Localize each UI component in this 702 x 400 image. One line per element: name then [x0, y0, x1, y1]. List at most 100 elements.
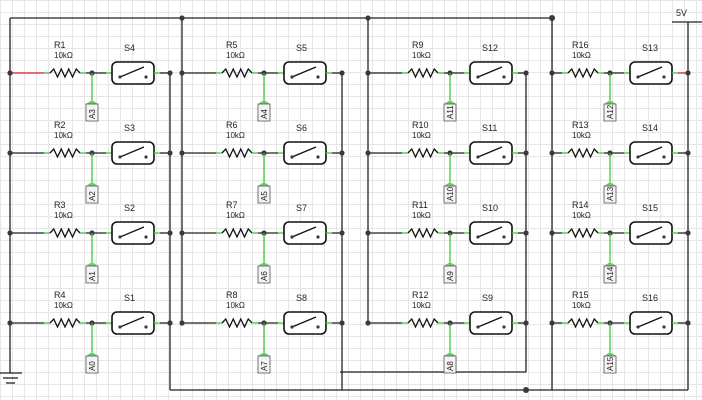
resistor-symbol [567, 227, 599, 239]
junction-dot [339, 150, 345, 156]
switch-symbol [469, 221, 513, 245]
resistor-label: R14 [572, 200, 589, 210]
junction-dot [7, 70, 13, 76]
resistor-label: R15 [572, 290, 589, 300]
analog-pin-tag: A10 [443, 182, 457, 204]
analog-pin-label: A11 [446, 105, 455, 119]
tag-arrow [258, 182, 270, 186]
junction-dot [685, 70, 691, 76]
switch-symbol [111, 141, 155, 165]
junction-dot [365, 70, 371, 76]
switch-contact [636, 235, 640, 239]
analog-pin-tag: A15 [603, 352, 617, 374]
switch-label: S7 [296, 203, 307, 213]
tag-arrow [86, 100, 98, 104]
switch-lever [637, 316, 663, 328]
junction-dot [685, 320, 691, 326]
analog-pin-tag: A0 [85, 352, 99, 374]
schematic-components: A3R110kΩS4A2R210kΩS3A1R310kΩS2A0R410kΩS1… [7, 15, 691, 390]
switch-contact [290, 75, 294, 79]
tag-arrow [444, 182, 456, 186]
junction-dot [339, 70, 345, 76]
resistor-symbol [49, 227, 81, 239]
tag-box [257, 185, 271, 204]
switch-contact [316, 75, 320, 79]
switch-lever [637, 66, 663, 78]
power-label: 5V [676, 8, 687, 18]
analog-pin-tag: A5 [257, 182, 271, 204]
resistor-symbol [567, 67, 599, 79]
switch-contact [118, 235, 122, 239]
junction-dot [179, 230, 185, 236]
bus-junction-dot [549, 15, 555, 21]
analog-pin-label: A12 [606, 104, 615, 119]
resistor-value: 10kΩ [412, 51, 431, 60]
analog-pin-label: A15 [606, 356, 615, 371]
analog-pin-tag: A4 [257, 100, 271, 122]
analog-pin-label: A5 [260, 191, 269, 201]
resistor-value: 10kΩ [226, 131, 245, 140]
bus-junction-dot [179, 15, 185, 21]
junction-dot [167, 230, 173, 236]
junction-dot [365, 150, 371, 156]
analog-pin-tag: A13 [603, 182, 617, 204]
resistor-symbol [407, 67, 439, 79]
resistor-label: R7 [226, 200, 238, 210]
resistor-symbol [221, 147, 253, 159]
resistor-symbol [407, 227, 439, 239]
switch-label: S8 [296, 293, 307, 303]
resistor-value: 10kΩ [226, 301, 245, 310]
switch-symbol [283, 311, 327, 335]
junction-dot [179, 70, 185, 76]
tag-box [257, 103, 271, 122]
resistor-symbol [49, 67, 81, 79]
analog-pin-label: A4 [260, 109, 269, 119]
analog-pin-tag: A12 [603, 100, 617, 122]
switch-label: S3 [124, 123, 135, 133]
switch-symbol [283, 61, 327, 85]
switch-contact [636, 325, 640, 329]
resistor-value: 10kΩ [226, 211, 245, 220]
tag-box [85, 355, 99, 374]
resistor-label: R2 [54, 120, 66, 130]
junction-dot [523, 230, 529, 236]
junction-dot [7, 150, 13, 156]
junction-dot [685, 230, 691, 236]
switch-symbol [111, 311, 155, 335]
switch-symbol [629, 141, 673, 165]
switch-contact [476, 155, 480, 159]
switch-label: S10 [482, 203, 498, 213]
resistor-value: 10kΩ [54, 131, 73, 140]
switch-contact [476, 235, 480, 239]
resistor-symbol [221, 317, 253, 329]
junction-dot [339, 320, 345, 326]
tag-box [603, 355, 617, 374]
resistor-value: 10kΩ [412, 211, 431, 220]
resistor-symbol [49, 147, 81, 159]
tag-arrow [86, 262, 98, 266]
resistor-label: R6 [226, 120, 238, 130]
tag-box [443, 103, 457, 122]
junction-dot [167, 150, 173, 156]
tag-arrow [258, 262, 270, 266]
bus-wires [0, 17, 702, 391]
tag-box [443, 355, 457, 374]
rail-junction-dot [523, 387, 529, 393]
switch-contact [502, 235, 506, 239]
resistor-value: 10kΩ [572, 51, 591, 60]
switch-contact [476, 325, 480, 329]
resistor-label: R5 [226, 40, 238, 50]
switch-contact [662, 75, 666, 79]
junction-dot [685, 150, 691, 156]
resistor-value: 10kΩ [226, 51, 245, 60]
switch-label: S6 [296, 123, 307, 133]
switch-label: S1 [124, 293, 135, 303]
junction-dot [549, 230, 555, 236]
analog-pin-tag: A6 [257, 262, 271, 284]
switch-contact [316, 155, 320, 159]
switch-label: S12 [482, 43, 498, 53]
switch-lever [477, 226, 503, 238]
resistor-symbol [407, 147, 439, 159]
switch-contact [144, 155, 148, 159]
